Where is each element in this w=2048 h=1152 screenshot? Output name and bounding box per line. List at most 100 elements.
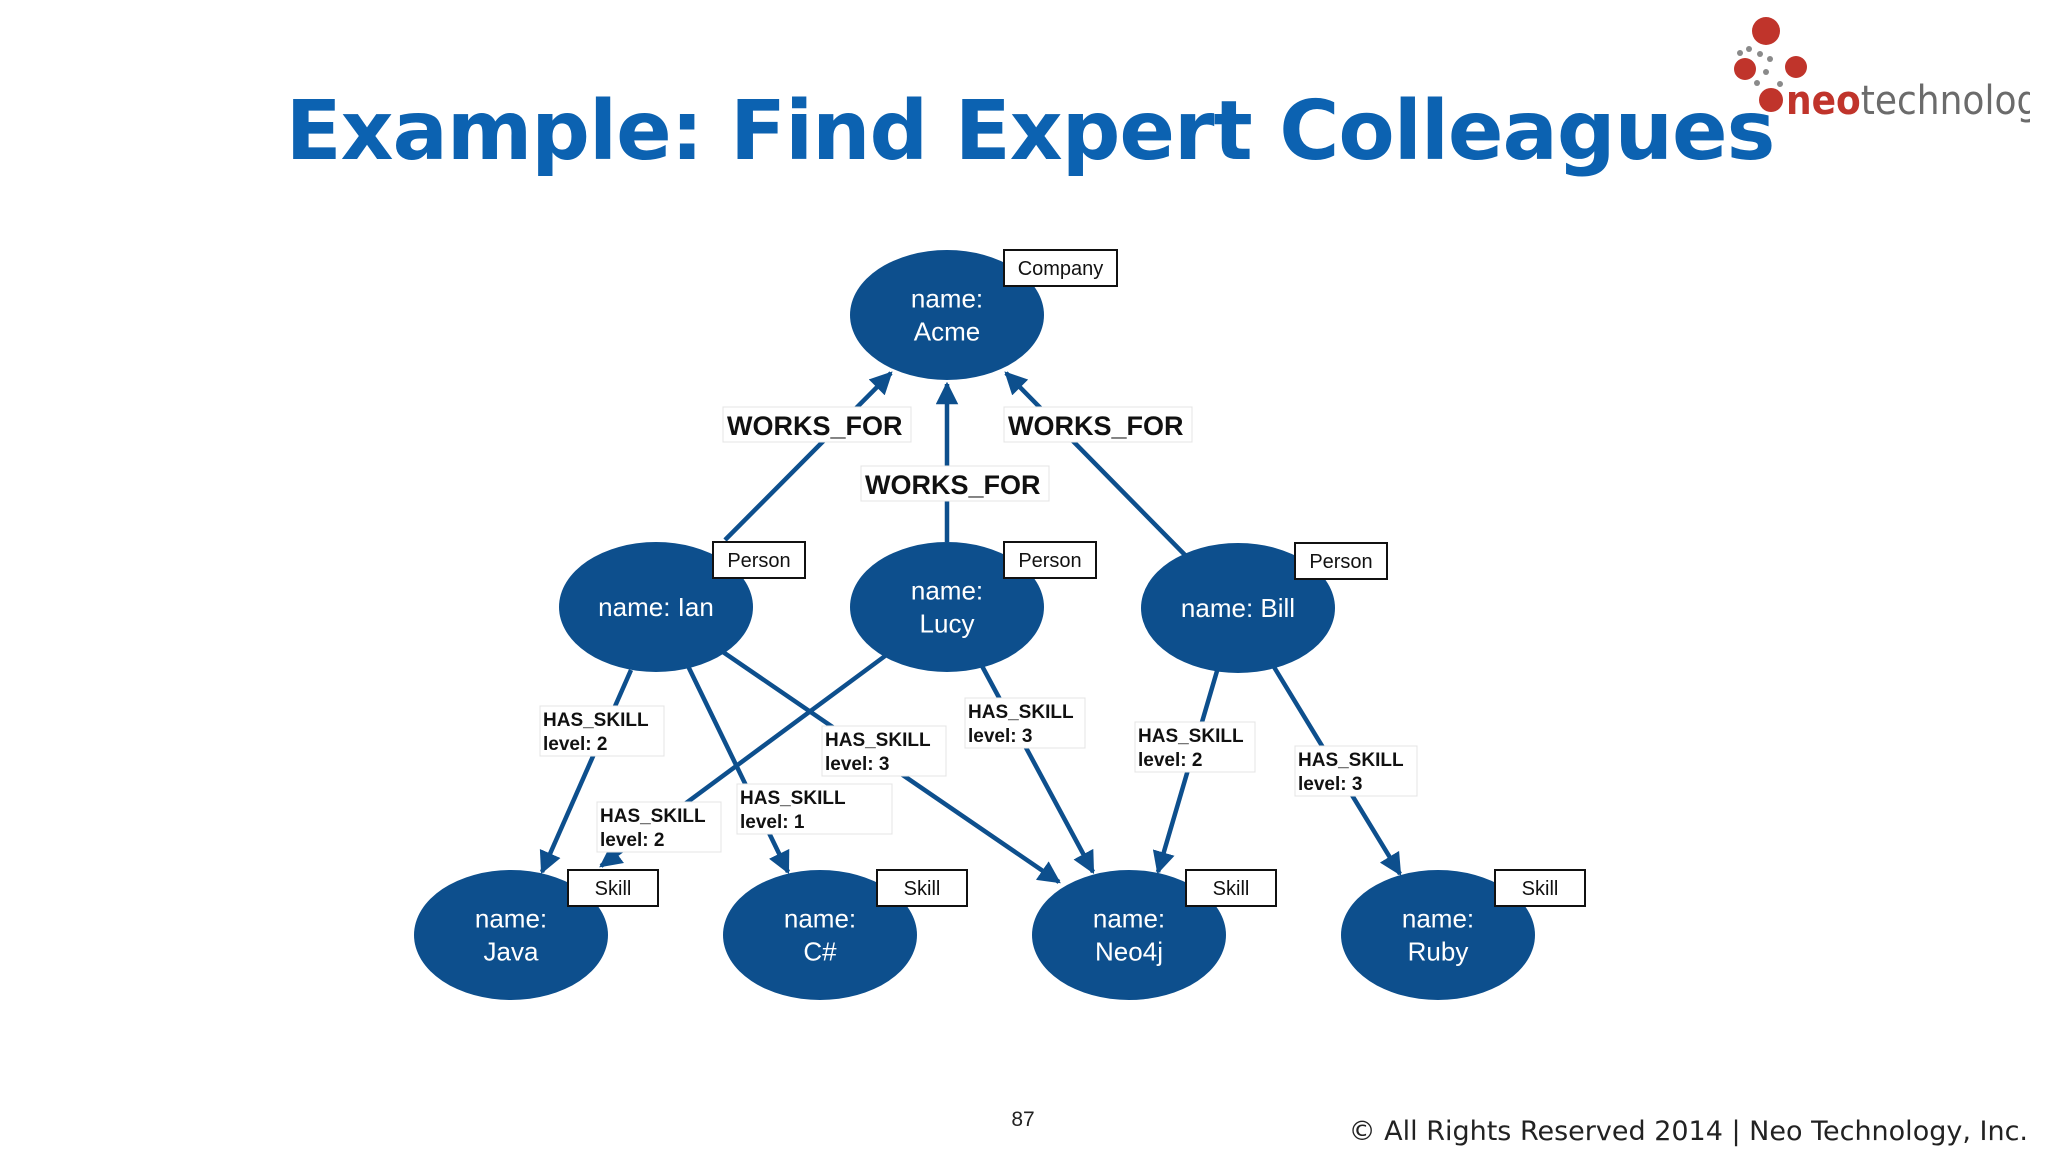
edge-type-label: WORKS_FOR bbox=[1008, 411, 1184, 441]
edge-label-background bbox=[1003, 406, 1193, 443]
page-number: 87 bbox=[1011, 1108, 1035, 1131]
node-property-text: name: bbox=[1093, 904, 1165, 934]
node-property-text: Acme bbox=[914, 317, 980, 347]
node-type-label-box bbox=[1294, 542, 1388, 580]
edge-type-label: HAS_SKILL bbox=[600, 806, 706, 827]
node-property-text: Java bbox=[484, 937, 539, 967]
node-type-label: Skill bbox=[1213, 878, 1250, 900]
node-csharp: name:C#Skill bbox=[723, 869, 968, 1000]
node-property-text: Lucy bbox=[920, 609, 975, 639]
node-type-label: Skill bbox=[595, 878, 632, 900]
edge-label: WORKS_FOR bbox=[1003, 406, 1193, 443]
node-ellipse bbox=[414, 870, 608, 1000]
edge-works-for-bill-to-acme bbox=[1004, 371, 1188, 558]
node-property-text: name: Ian bbox=[598, 592, 714, 622]
logo-dot bbox=[1734, 58, 1756, 80]
edge-property-label: level: 1 bbox=[740, 812, 805, 833]
edge-property-label: level: 2 bbox=[600, 830, 664, 851]
node-type-label-box bbox=[1003, 541, 1097, 579]
edge-label-background bbox=[1134, 721, 1256, 773]
node-type-label-box bbox=[1003, 249, 1118, 287]
edge-type-label: HAS_SKILL bbox=[543, 710, 649, 731]
node-type-label-box bbox=[712, 541, 806, 579]
edge-property-label: level: 2 bbox=[543, 734, 607, 755]
node-ellipse bbox=[850, 542, 1044, 672]
logo-dot bbox=[1752, 17, 1780, 45]
node-lucy: name:Lucy Person bbox=[850, 541, 1097, 672]
edge-label-background bbox=[736, 783, 893, 835]
node-ellipse bbox=[850, 250, 1044, 380]
slide-title: Example: Find Expert Colleagues bbox=[285, 84, 1776, 179]
edge-label: HAS_SKILL level: 1 bbox=[736, 783, 893, 835]
node-type-label-box bbox=[567, 869, 659, 907]
edge-type-label: HAS_SKILL bbox=[740, 788, 846, 809]
edge-label-background bbox=[964, 697, 1086, 749]
node-ellipse bbox=[559, 542, 753, 672]
edge-label-background bbox=[539, 705, 665, 757]
logo-text-neo: neo bbox=[1786, 78, 1861, 124]
node-type-label: Person bbox=[727, 550, 790, 572]
node-type-label: Company bbox=[1018, 258, 1104, 280]
node-type-label-box bbox=[1185, 869, 1277, 907]
edge-type-label: WORKS_FOR bbox=[865, 470, 1041, 500]
node-ellipse bbox=[1341, 870, 1535, 1000]
edge-type-label: HAS_SKILL bbox=[1138, 726, 1244, 747]
node-type-label: Person bbox=[1018, 550, 1081, 572]
edge-label: HAS_SKILL level: 3 bbox=[821, 725, 947, 777]
edge-type-label: HAS_SKILL bbox=[825, 730, 931, 751]
logo-dot bbox=[1737, 50, 1743, 56]
edge-has-skill-ian-to-java bbox=[539, 669, 634, 875]
node-type-label-box bbox=[876, 869, 968, 907]
node-property-text: name: bbox=[911, 284, 983, 314]
node-type-label: Person bbox=[1309, 551, 1372, 573]
edge-label-background bbox=[722, 406, 912, 443]
edge-label-background bbox=[596, 801, 722, 853]
edge-works-for-ian-to-acme bbox=[723, 371, 893, 542]
node-acme: name:Acme Company bbox=[850, 249, 1118, 380]
edge-label: HAS_SKILL level: 3 bbox=[1294, 745, 1418, 797]
node-ian: name: Ian Person bbox=[559, 541, 806, 672]
node-type-label: Skill bbox=[904, 878, 941, 900]
logo-dot bbox=[1757, 51, 1763, 57]
edge-property-label: level: 3 bbox=[968, 726, 1032, 747]
logo-dot bbox=[1763, 69, 1769, 75]
logo-dot bbox=[1777, 81, 1783, 87]
logo-dot bbox=[1746, 46, 1752, 52]
neo-technology-logo: neotechnology bbox=[1734, 17, 2030, 124]
logo-text-technology: technology bbox=[1861, 78, 2030, 124]
node-neo4j: name:Neo4j Skill bbox=[1032, 869, 1277, 1000]
copyright-notice: © All Rights Reserved 2014 | Neo Technol… bbox=[1348, 1116, 2028, 1147]
node-property-text: Neo4j bbox=[1095, 937, 1163, 967]
node-property-text: name: bbox=[911, 576, 983, 606]
node-ellipse bbox=[1141, 543, 1335, 673]
edge-label: WORKS_FOR bbox=[860, 465, 1050, 502]
svg-text:neotechnology: neotechnology bbox=[1786, 78, 2030, 124]
node-property-text: name: bbox=[475, 904, 547, 934]
logo-dot bbox=[1767, 56, 1773, 62]
edge-has-skill-ian-to-csharp bbox=[685, 665, 791, 875]
edge-label-background bbox=[821, 725, 947, 777]
node-property-text: name: bbox=[1402, 904, 1474, 934]
edge-label: WORKS_FOR bbox=[722, 406, 912, 443]
node-ellipse bbox=[723, 870, 917, 1000]
edge-type-label: HAS_SKILL bbox=[1298, 750, 1404, 771]
node-type-label-box bbox=[1494, 869, 1586, 907]
edge-label: HAS_SKILL level: 2 bbox=[539, 705, 665, 757]
logo-dot bbox=[1759, 88, 1783, 112]
node-property-text: C# bbox=[803, 937, 837, 967]
edge-label-background bbox=[1294, 745, 1418, 797]
node-type-label: Skill bbox=[1522, 878, 1559, 900]
logo-dot bbox=[1785, 56, 1807, 78]
node-ruby: name:Ruby Skill bbox=[1341, 869, 1586, 1000]
edge-label-background bbox=[860, 465, 1050, 502]
edge-label: HAS_SKILL level: 2 bbox=[596, 801, 722, 853]
edge-property-label: level: 3 bbox=[825, 754, 889, 775]
node-java: name:Java Skill bbox=[414, 869, 659, 1000]
edge-property-label: level: 3 bbox=[1298, 774, 1362, 795]
node-property-text: Ruby bbox=[1408, 937, 1469, 967]
